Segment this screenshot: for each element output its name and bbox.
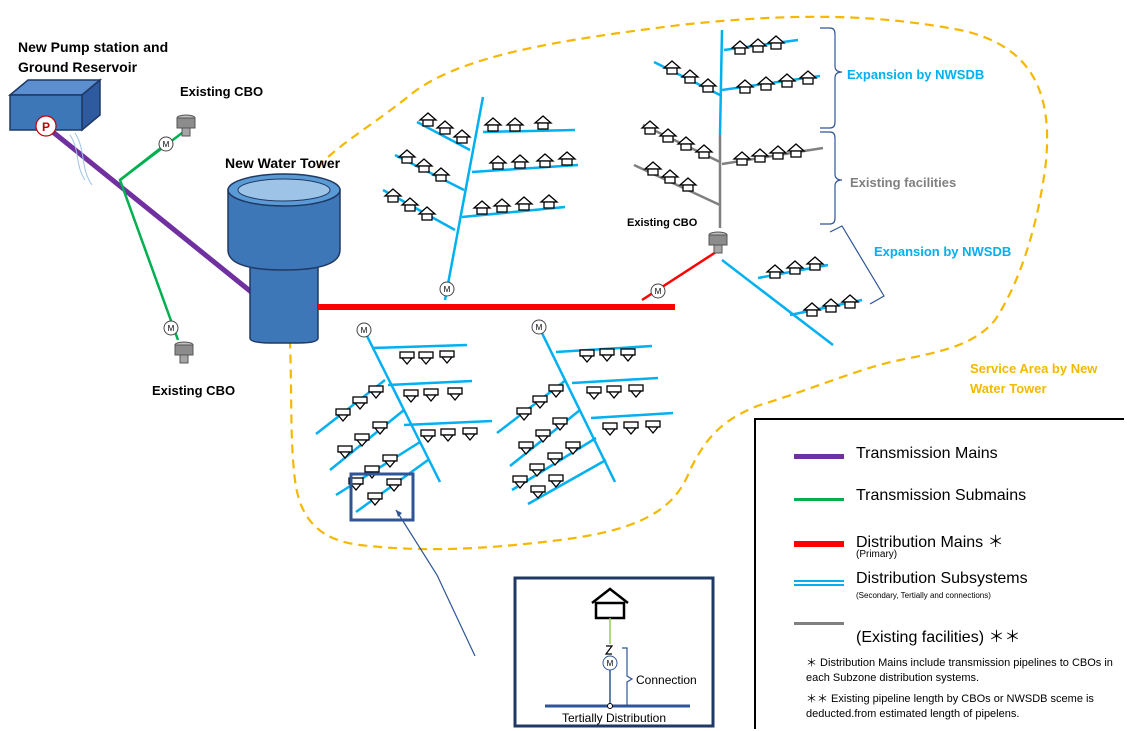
existing-cbo-top — [176, 114, 196, 137]
legend-swatch-distribution-subsystems — [794, 580, 844, 582]
legend-swatch-existing — [794, 622, 844, 625]
inset-connection-label: Connection — [636, 673, 697, 687]
inset-connection-detail: M Connection Tertially Distribution — [513, 576, 715, 728]
existing-cbo-top-label: Existing CBO — [180, 84, 263, 99]
svg-text:M: M — [536, 323, 543, 332]
legend-label-transmission-mains: Transmission Mains — [856, 445, 998, 462]
legend-label-transmission-submains: Transmission Submains — [856, 487, 1027, 504]
svg-text:M: M — [444, 285, 451, 294]
legend-swatch-transmission-submains — [794, 498, 844, 501]
svg-text:M: M — [163, 140, 170, 149]
existing-facilities-label: Existing facilities — [850, 175, 956, 190]
new-water-tower — [227, 173, 341, 344]
existing-cbo-right-label: Existing CBO — [627, 217, 698, 229]
legend-note-1: ＊ Distribution Mains include transmissio… — [806, 657, 1113, 684]
pump-station-label-line2: Ground Reservoir — [18, 59, 138, 75]
pump-station-label-line1: New Pump station and — [18, 39, 168, 55]
pump-symbol-label: P — [42, 120, 50, 134]
existing-cbo-left-label: Existing CBO — [152, 383, 235, 398]
legend-sub-distribution-subsystems: (Secondary, Tertially and connections) — [856, 591, 991, 600]
legend-sub-distribution-mains: (Primary) — [856, 549, 898, 560]
legend-note-2: ＊＊ Existing pipeline length by CBOs or N… — [806, 693, 1094, 720]
service-area-label-line1: Service Area by New — [970, 361, 1098, 376]
transmission-submain — [118, 129, 187, 341]
existing-cbo-left — [174, 341, 194, 364]
legend-label-existing: (Existing facilities) ＊＊ — [856, 629, 1021, 646]
svg-text:M: M — [607, 659, 614, 668]
pump-station — [7, 78, 103, 132]
legend-swatch-distribution-mains — [794, 540, 844, 547]
existing-cbo-right — [708, 231, 728, 254]
new-water-tower-label: New Water Tower — [225, 155, 341, 171]
inset-tertiary-label: Tertially Distribution — [562, 711, 666, 725]
svg-text:M: M — [168, 324, 175, 333]
pump-symbol — [35, 115, 57, 137]
legend-label-distribution-mains: Distribution Mains ＊ — [856, 534, 1004, 551]
legend-label-distribution-subsystems: Distribution Subsystems — [856, 570, 1028, 587]
zoom-highlight-box — [349, 472, 415, 522]
legend-swatch-transmission-mains — [794, 454, 844, 459]
service-area-boundary — [288, 15, 1049, 551]
svg-text:M: M — [655, 287, 662, 296]
service-area-label-line2: Water Tower — [970, 381, 1047, 396]
legend: Transmission Mains Transmission Submains… — [754, 418, 1124, 729]
expansion-right-label: Expansion by NWSDB — [874, 244, 1011, 259]
svg-text:M: M — [361, 326, 368, 335]
expansion-top-label: Expansion by NWSDB — [847, 67, 984, 82]
